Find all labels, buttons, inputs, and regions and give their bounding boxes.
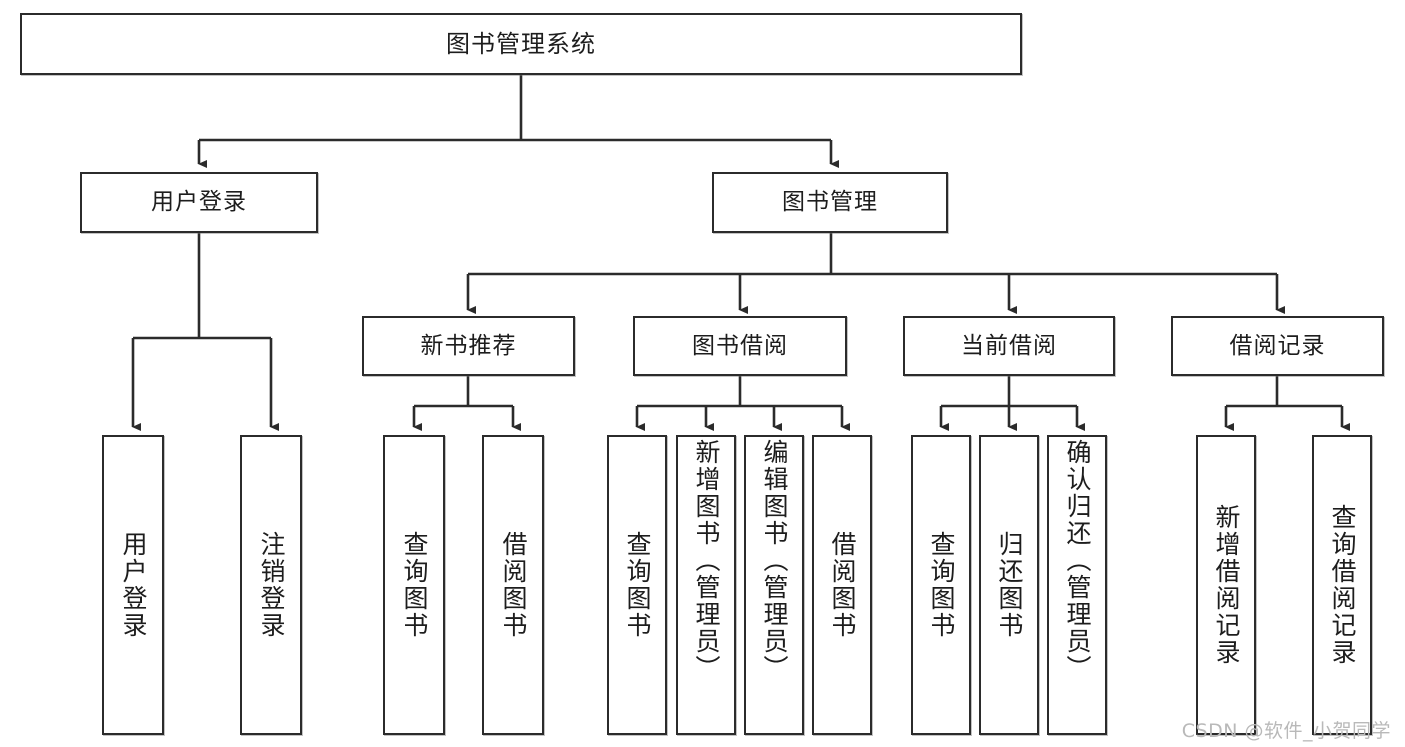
node-leaf-user-login-login[interactable]: 用户登录: [102, 435, 164, 735]
node-label: 新增借阅记录: [1212, 504, 1241, 666]
node-leaf-borrow-borrow-book[interactable]: 借阅图书: [812, 435, 872, 735]
node-leaf-borrow-query-book[interactable]: 查询图书: [607, 435, 667, 735]
node-label: 当前借阅: [961, 332, 1057, 359]
node-leaf-borrow-edit-book-admin[interactable]: 编辑图书（管理员）: [744, 435, 804, 735]
node-leaf-recommend-query-book[interactable]: 查询图书: [383, 435, 445, 735]
node-label: 用户登录: [151, 189, 247, 215]
node-label: 用户登录: [119, 531, 148, 639]
node-label: 图书管理系统: [446, 30, 596, 58]
node-leaf-current-confirm-return-admin[interactable]: 确认归还（管理员）: [1047, 435, 1107, 735]
node-leaf-record-query-borrow-record[interactable]: 查询借阅记录: [1312, 435, 1372, 735]
node-label: 新增图书（管理员）: [692, 439, 721, 682]
node-label: 图书借阅: [692, 332, 788, 359]
node-label: 借阅记录: [1229, 332, 1326, 359]
node-branch-book-management[interactable]: 图书管理: [712, 172, 948, 233]
node-label: 查询借阅记录: [1328, 504, 1357, 666]
node-branch-user-login[interactable]: 用户登录: [80, 172, 318, 233]
node-label: 新书推荐: [420, 332, 517, 359]
node-leaf-record-add-borrow-record[interactable]: 新增借阅记录: [1196, 435, 1256, 735]
node-label: 确认归还（管理员）: [1063, 439, 1092, 682]
node-subbranch-new-book-recommend[interactable]: 新书推荐: [362, 316, 575, 376]
node-label: 查询图书: [623, 531, 652, 639]
node-label: 借阅图书: [828, 531, 857, 639]
node-leaf-user-login-logout[interactable]: 注销登录: [240, 435, 302, 735]
node-label: 借阅图书: [499, 531, 528, 639]
node-leaf-borrow-add-book-admin[interactable]: 新增图书（管理员）: [676, 435, 736, 735]
node-leaf-current-query-book[interactable]: 查询图书: [911, 435, 971, 735]
node-subbranch-borrow-record[interactable]: 借阅记录: [1171, 316, 1384, 376]
node-label: 注销登录: [257, 531, 286, 639]
watermark-text: CSDN @软件_小贺同学: [1181, 720, 1391, 742]
node-label: 归还图书: [995, 531, 1024, 639]
node-subbranch-book-borrow[interactable]: 图书借阅: [633, 316, 847, 376]
node-label: 图书管理: [782, 189, 878, 215]
node-root-book-management-system[interactable]: 图书管理系统: [20, 13, 1022, 75]
node-label: 查询图书: [927, 531, 956, 639]
node-label: 编辑图书（管理员）: [760, 439, 789, 682]
node-leaf-current-return-book[interactable]: 归还图书: [979, 435, 1039, 735]
node-leaf-recommend-borrow-book[interactable]: 借阅图书: [482, 435, 544, 735]
node-subbranch-current-borrow[interactable]: 当前借阅: [903, 316, 1115, 376]
node-label: 查询图书: [400, 531, 429, 639]
